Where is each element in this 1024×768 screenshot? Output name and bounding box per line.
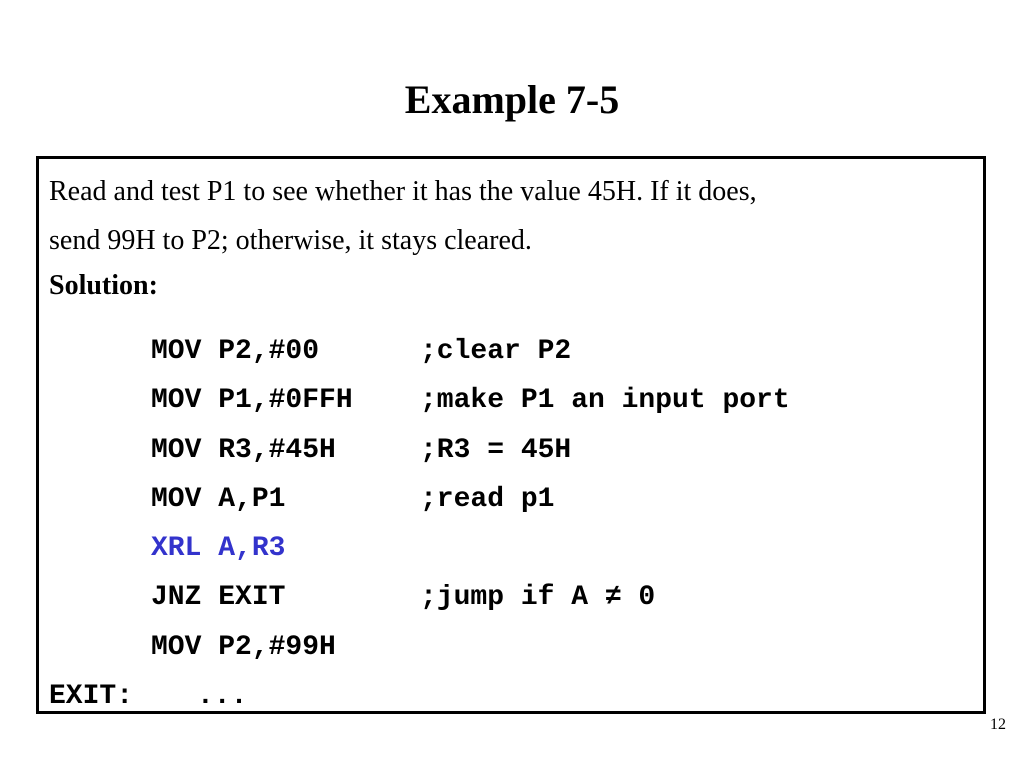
problem-line-2: send 99H to P2; otherwise, it stays clea… <box>49 225 532 256</box>
problem-statement: Read and test P1 to see whether it has t… <box>49 167 969 265</box>
code-label: EXIT: <box>49 681 134 713</box>
code-instruction: MOV P2,#00 <box>151 336 320 367</box>
code-comment: ;read p1 <box>420 483 555 515</box>
example-box: Read and test P1 to see whether it has t… <box>36 156 986 714</box>
code-line: MOV A,P1 ;read p1 <box>39 475 983 524</box>
code-comment: ;clear P2 <box>420 336 572 367</box>
code-instruction: MOV P2,#99H <box>151 631 336 663</box>
code-instruction: JNZ EXIT <box>151 582 286 614</box>
code-line: MOV R3,#45H ;R3 = 45H <box>39 426 983 475</box>
slide-title: Example 7-5 <box>404 77 620 122</box>
page-number: 12 <box>990 716 1006 733</box>
code-line-highlighted: XRL A,R3 <box>39 524 983 573</box>
code-line-exit: EXIT: ... <box>39 672 983 721</box>
code-operand: ... <box>197 681 248 713</box>
code-line: MOV P2,#00 ;clear P2 <box>39 327 983 376</box>
code-comment: ;make P1 an input port <box>420 385 790 417</box>
problem-line-1: Read and test P1 to see whether it has t… <box>49 176 757 207</box>
code-line: JNZ EXIT ;jump if A ≠ 0 <box>39 573 983 622</box>
code-block: MOV P2,#00 ;clear P2 MOV P1,#0FFH ;make … <box>39 327 983 721</box>
code-comment: ;R3 = 45H <box>420 434 572 466</box>
code-line: MOV P1,#0FFH ;make P1 an input port <box>39 376 983 425</box>
code-comment: ;jump if A ≠ 0 <box>420 582 656 614</box>
code-instruction: MOV A,P1 <box>151 483 286 515</box>
code-line: MOV P2,#99H <box>39 623 983 672</box>
code-instruction-highlighted: XRL A,R3 <box>151 533 286 565</box>
code-instruction: MOV P1,#0FFH <box>151 385 353 417</box>
solution-label: Solution: <box>49 270 158 301</box>
code-instruction: MOV R3,#45H <box>151 434 336 466</box>
